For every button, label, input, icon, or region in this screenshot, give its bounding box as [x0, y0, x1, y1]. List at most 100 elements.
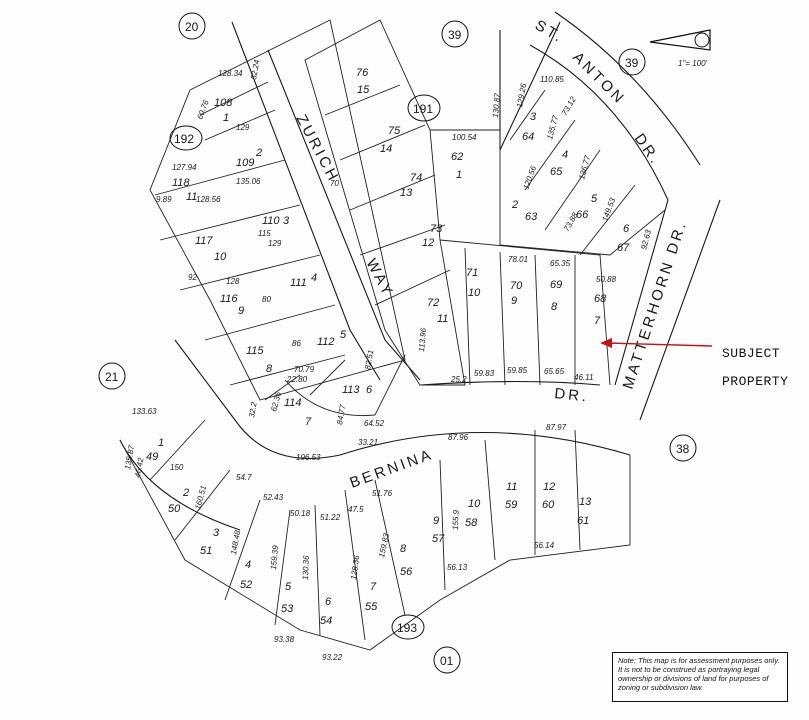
dim: 86	[292, 339, 301, 348]
north-arrow-icon	[649, 29, 711, 51]
bernina-north-edge	[174, 339, 631, 459]
lot-64: 64	[522, 131, 534, 143]
lot-71: 71	[466, 267, 478, 279]
dim: 133.63	[132, 407, 157, 416]
parcel-7: 7	[305, 416, 312, 428]
ref-191: 191	[413, 102, 433, 116]
lot-50: 50	[168, 503, 181, 515]
lot-line	[524, 119, 576, 191]
parcel-7: 7	[594, 315, 601, 327]
parcel-15: 15	[357, 84, 370, 96]
parcel-1: 1	[158, 437, 164, 449]
dim: 196.53	[296, 453, 321, 462]
lot-line	[179, 254, 321, 291]
parcel-5: 5	[591, 193, 598, 205]
dim: 46.42	[133, 457, 145, 479]
parcel-8: 8	[266, 363, 273, 375]
dim: 46.11	[574, 373, 593, 382]
dim: 52.43	[263, 493, 284, 502]
ref-38: 38	[676, 442, 690, 456]
dim: 33.21	[358, 438, 378, 447]
dim: 135.87	[123, 444, 136, 470]
lot-line	[324, 84, 401, 116]
dim: 52.24	[249, 59, 261, 81]
dim: 47.5	[348, 505, 364, 514]
lot-108: 108	[214, 97, 233, 109]
street-dr-top: DR.	[631, 131, 665, 169]
lot-line	[154, 159, 286, 196]
lot-line	[349, 174, 436, 211]
dim: 62.36	[269, 390, 283, 412]
parcel-9: 9	[433, 515, 439, 527]
dim: 120.56	[521, 164, 538, 191]
dim: 50.18	[290, 509, 311, 518]
parcel-3: 3	[283, 215, 290, 227]
lot-75: 75	[388, 125, 401, 137]
dim: 135.77	[545, 114, 560, 140]
dim: 100.54	[452, 133, 477, 142]
lot-54: 54	[320, 615, 332, 627]
scale-text: 1"= 100'	[678, 59, 708, 68]
zurich-east-block	[304, 19, 466, 386]
parcel-11: 11	[186, 191, 197, 203]
lot-line	[534, 254, 541, 386]
parcel-6: 6	[623, 223, 630, 235]
scale-arrow: 1"= 100'	[649, 29, 711, 68]
ref-39b: 39	[625, 56, 639, 70]
lot-line	[204, 109, 276, 141]
dim: 50.88	[596, 275, 617, 284]
lot-51: 51	[200, 545, 212, 557]
dim: 87.97	[546, 423, 567, 432]
subject-arrow	[600, 338, 713, 348]
dim: 93.22	[322, 653, 343, 662]
bernina-inner	[119, 439, 241, 531]
lot-58: 58	[465, 517, 478, 529]
lot-63: 63	[525, 211, 538, 223]
lot-line	[574, 429, 581, 551]
lot-55: 55	[365, 601, 378, 613]
lot-74: 74	[410, 172, 422, 184]
dim: 51.76	[372, 489, 393, 498]
lot-69: 69	[550, 279, 562, 291]
dim: 155.9	[451, 509, 461, 530]
lot-59: 59	[505, 499, 517, 511]
dim: 70.79	[294, 365, 315, 374]
parcel-5: 5	[340, 329, 347, 341]
parcel-6: 6	[366, 384, 373, 396]
ref-193: 193	[397, 621, 417, 635]
dim: 130.87	[491, 92, 502, 118]
dim: 92	[188, 273, 197, 282]
lot-line	[264, 374, 301, 401]
lot-line	[224, 499, 261, 601]
dim: 110.85	[540, 75, 564, 84]
dim: 128	[226, 277, 240, 286]
lot-line	[579, 184, 636, 256]
dim: 22.80	[286, 375, 308, 384]
street-bernina: BERNINA	[348, 446, 436, 492]
dim: 92.63	[639, 228, 653, 250]
lot-68: 68	[594, 293, 607, 305]
dim: 25.2	[450, 375, 467, 384]
parcel-2: 2	[511, 199, 518, 211]
subject-arrow-line	[605, 342, 713, 347]
dim: 148.48	[229, 529, 242, 555]
parcel-2: 2	[255, 147, 262, 159]
dim: 51.22	[320, 513, 341, 522]
parcel-1: 1	[223, 112, 229, 124]
parcel-14: 14	[380, 143, 392, 155]
dim: 64.52	[364, 419, 385, 428]
dim: 84.77	[335, 404, 347, 426]
parcel-4: 4	[245, 559, 251, 571]
dim: 136.77	[577, 154, 592, 180]
parcel-10: 10	[468, 498, 481, 510]
lot-109: 109	[236, 157, 254, 169]
ref-20: 20	[185, 20, 199, 34]
matterhorn-west	[614, 199, 669, 386]
assessment-note: Note: This map is for assessment purpose…	[612, 652, 788, 702]
dim: 54.7	[236, 473, 252, 482]
lot-line	[344, 489, 366, 641]
parcel-9: 9	[511, 295, 517, 307]
lot-118: 118	[172, 177, 190, 189]
lot-73: 73	[430, 223, 443, 235]
